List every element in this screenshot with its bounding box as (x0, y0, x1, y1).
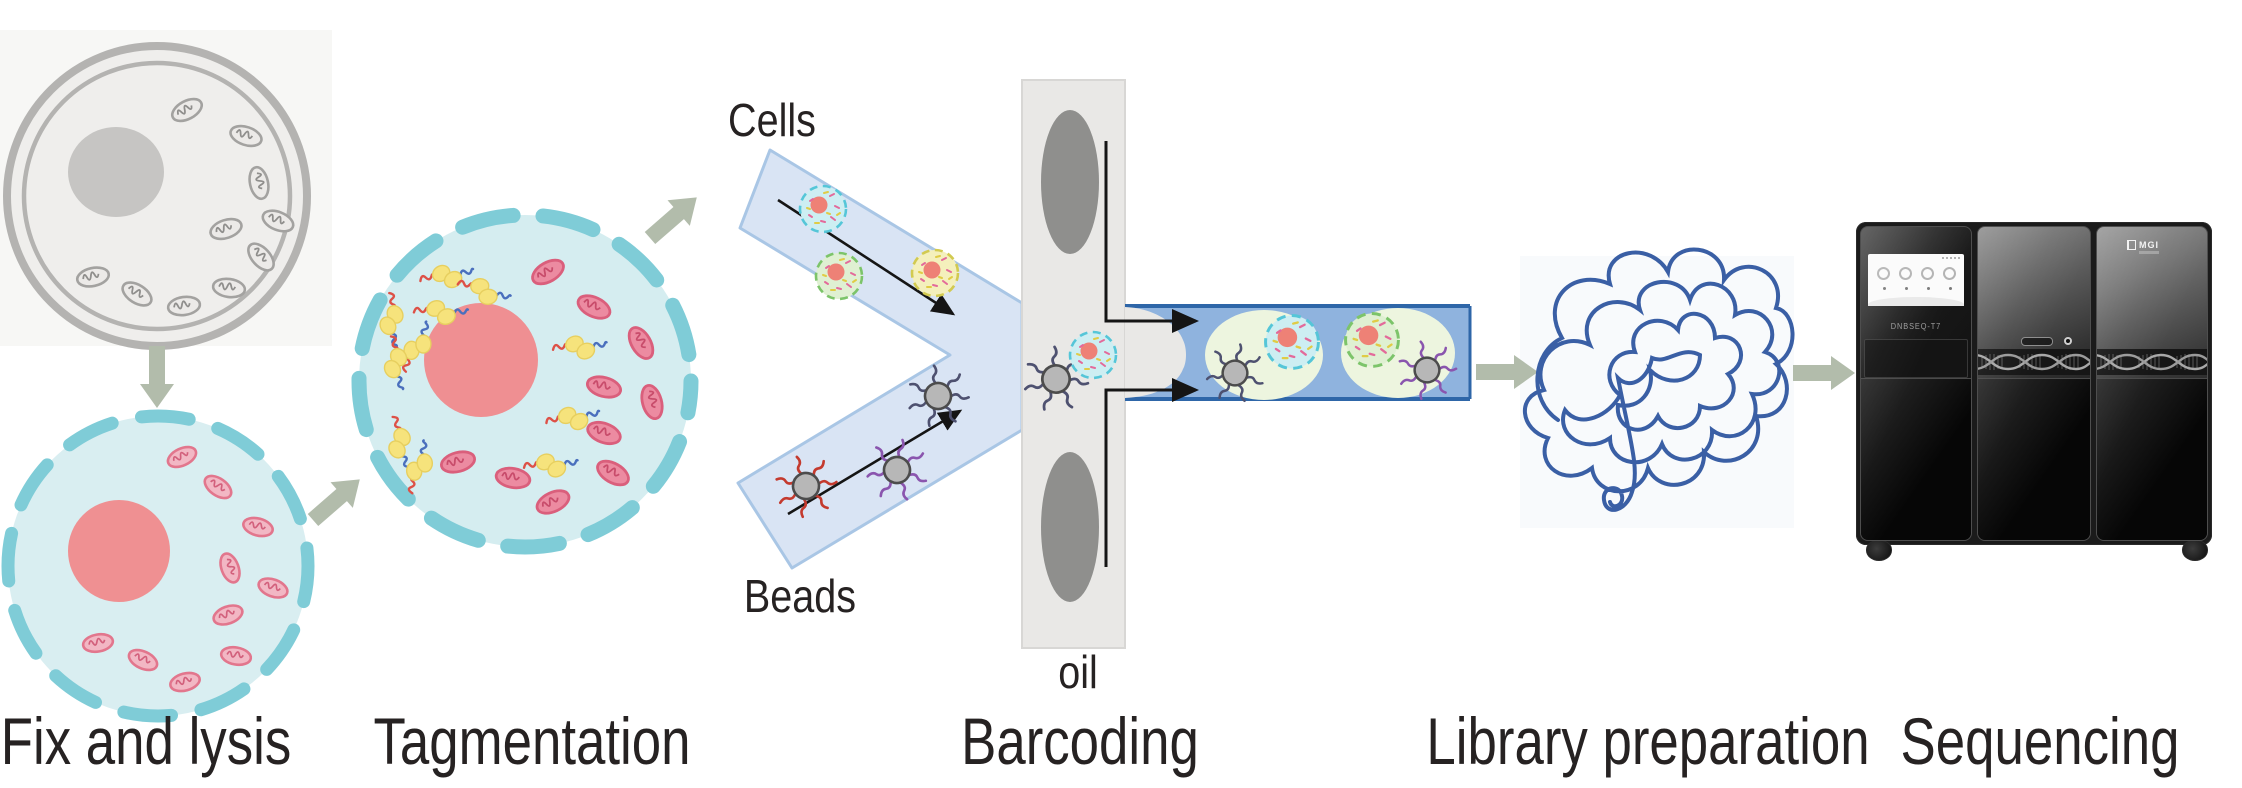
run-progress-dials (1877, 267, 1956, 290)
brand-logo: MGI (2127, 240, 2159, 254)
cell-in-channel (910, 248, 960, 298)
power-button[interactable] (2064, 337, 2072, 345)
fixed-cell (3, 42, 311, 350)
nucleus (424, 303, 538, 417)
status-icons (1942, 257, 1960, 259)
library-background (1520, 256, 1794, 528)
nucleus (68, 127, 164, 217)
oil-label: oil (1058, 646, 1098, 698)
touchscreen[interactable] (1868, 254, 1964, 306)
cell-in-droplet (1344, 312, 1400, 368)
inlet-channels (736, 148, 1024, 570)
middle-door[interactable] (1978, 378, 2090, 540)
door-handle[interactable] (2021, 337, 2053, 346)
sequencer-right-panel: MGI (2096, 226, 2208, 541)
stage-label-tagmentation: Tagmentation (373, 704, 691, 778)
dna-tangle (1523, 247, 1795, 512)
dna-helix-band (1978, 349, 2090, 375)
junction-flow-arrow-bottom (1104, 378, 1199, 567)
model-label: DNBSEQ-T7 (1865, 322, 1966, 331)
brand-logo-subtext (2139, 251, 2159, 254)
cell-in-droplet (1264, 314, 1320, 370)
left-door[interactable] (1861, 378, 1971, 540)
nucleus (68, 500, 170, 602)
oil-neck (1125, 307, 1186, 398)
step-arrow-to-tagmentation (301, 466, 371, 533)
reagent-drawer[interactable] (1864, 339, 1968, 378)
dna-helix-band (2097, 349, 2207, 375)
stage-label-barcoding: Barcoding (961, 704, 1199, 778)
beads-inlet-label: Beads (743, 570, 857, 622)
caster-wheel (1866, 540, 1892, 561)
oil-reservoir-top (1041, 110, 1099, 254)
step-arrow-to-sequencing (1793, 356, 1855, 390)
sequencer-middle-panel (1977, 226, 2091, 541)
right-door[interactable] (2097, 378, 2207, 540)
stage-label-sequencing: Sequencing (1900, 704, 2180, 778)
step-arrow-down (140, 346, 174, 408)
sequencer: DNBSEQ-T7 MGI (1856, 222, 2212, 561)
stage-label-fix-and-lysis: Fix and lysis (0, 704, 292, 778)
cells-inlet-label: Cells (728, 94, 816, 146)
step-arrow-to-barcoding (638, 184, 708, 251)
cell-in-channel (798, 184, 848, 234)
junction-flow-arrow-top (1104, 141, 1199, 333)
brand-logo-text: MGI (2139, 240, 2159, 250)
cell-at-junction (1068, 330, 1118, 380)
lysed-cell (1, 409, 315, 723)
cell-in-channel (814, 251, 864, 301)
stage-label-library-preparation: Library preparation (1426, 704, 1870, 778)
brand-logo-mark (2127, 240, 2136, 250)
caster-wheel (2182, 540, 2208, 561)
tagmented-cell (351, 207, 699, 555)
sequencer-left-panel: DNBSEQ-T7 (1860, 226, 1972, 541)
oil-reservoir-bottom (1041, 452, 1099, 602)
